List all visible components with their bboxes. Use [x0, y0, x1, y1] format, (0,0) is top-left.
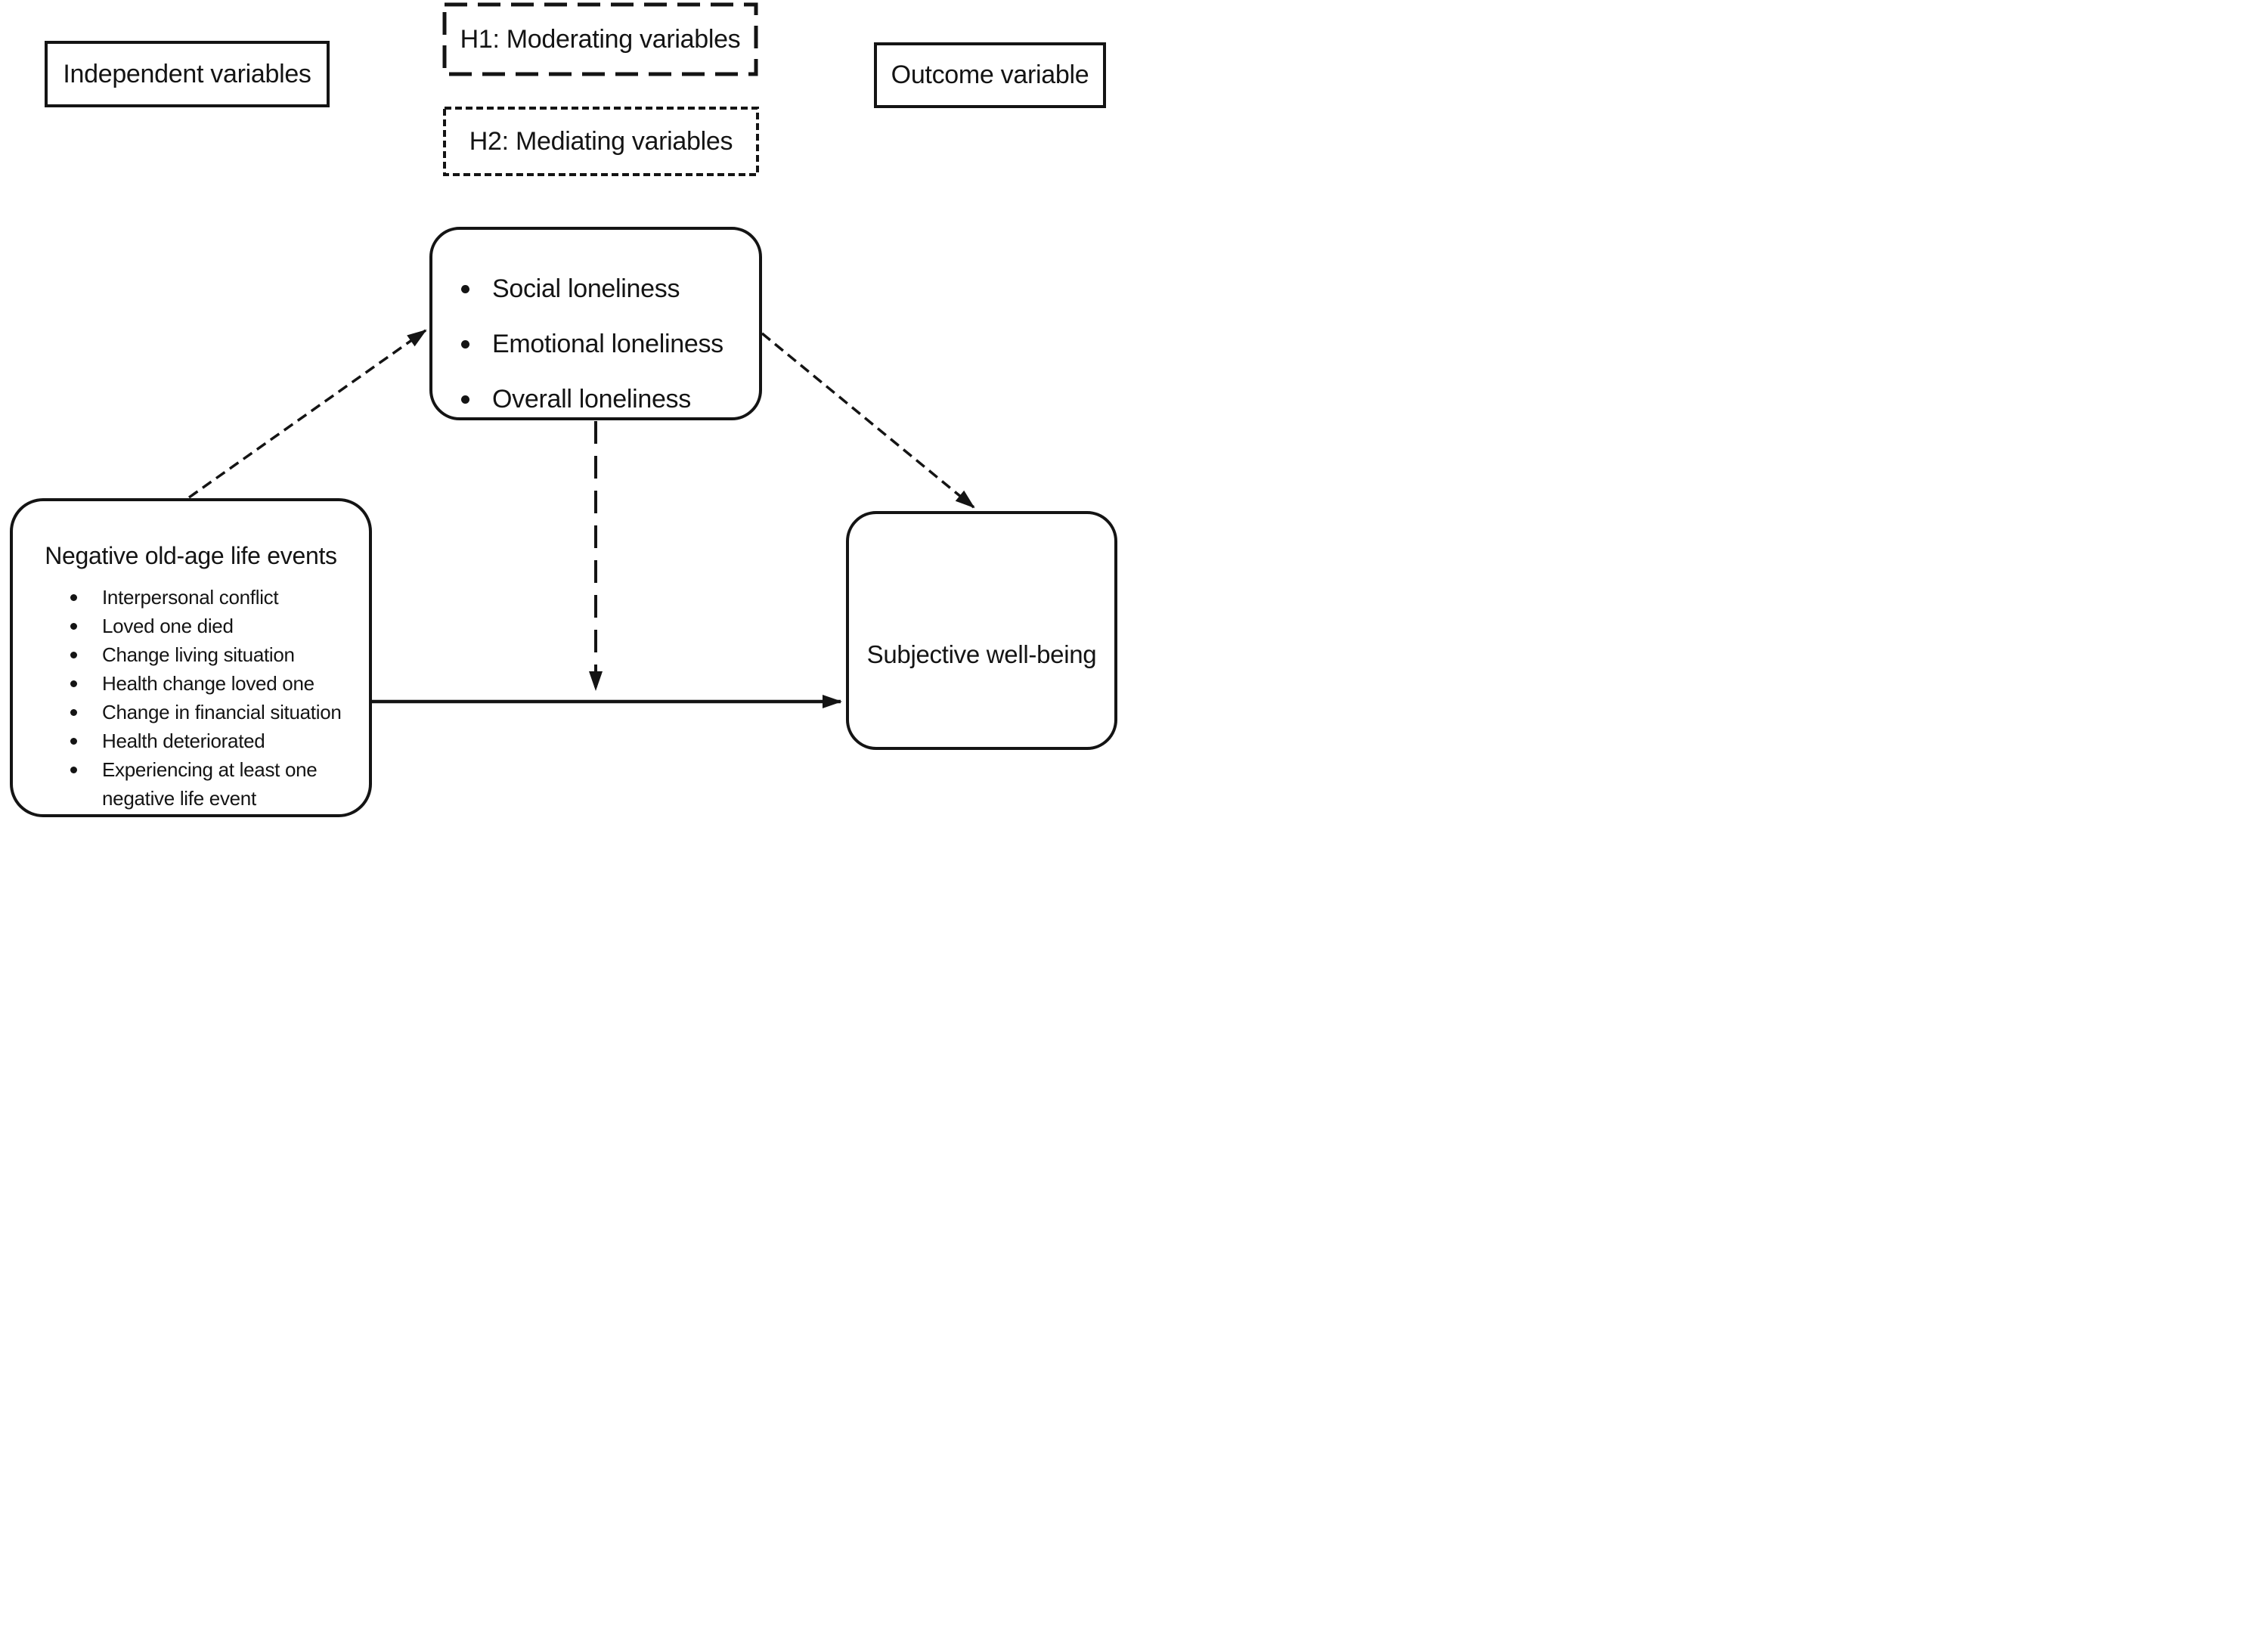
- independent-variables-legend-box: Independent variables: [45, 41, 330, 107]
- negative-life-events-node: Negative old-age life events Interperson…: [10, 498, 372, 817]
- arrow-events-to-loneliness: [187, 329, 427, 499]
- outcome-variable-legend-box: Outcome variable: [874, 42, 1106, 108]
- list-item-experiencing-negative-event: Experiencing at least one negative life …: [13, 755, 360, 813]
- h1-moderating-label: H1: Moderating variables: [460, 24, 741, 54]
- subjective-wellbeing-node: Subjective well-being: [846, 511, 1117, 750]
- list-item-overall-loneliness: Overall loneliness: [432, 383, 751, 415]
- conceptual-model-diagram: Independent variables H1: Moderating var…: [0, 0, 1134, 821]
- list-item-health-change-loved-one: Health change loved one: [13, 669, 360, 698]
- negative-life-events-title: Negative old-age life events: [45, 542, 337, 569]
- list-item-health-deteriorated: Health deteriorated: [13, 727, 360, 755]
- h1-moderating-legend-box: H1: Moderating variables: [443, 3, 758, 76]
- arrow-loneliness-to-wellbeing: [761, 332, 975, 509]
- list-item-social-loneliness: Social loneliness: [432, 273, 751, 305]
- list-item-loved-one-died: Loved one died: [13, 612, 360, 640]
- list-item-emotional-loneliness: Emotional loneliness: [432, 328, 751, 360]
- list-item-change-living-situation: Change living situation: [13, 640, 360, 669]
- outcome-variable-label: Outcome variable: [891, 60, 1089, 89]
- subjective-wellbeing-label: Subjective well-being: [866, 640, 1097, 668]
- loneliness-mediators-node: Social loneliness Emotional loneliness O…: [429, 227, 762, 420]
- h2-mediating-legend-box: H2: Mediating variables: [443, 107, 759, 176]
- independent-variables-label: Independent variables: [63, 59, 311, 88]
- loneliness-list: Social loneliness Emotional loneliness O…: [432, 230, 759, 415]
- list-item-change-financial-situation: Change in financial situation: [13, 698, 360, 727]
- h2-mediating-label: H2: Mediating variables: [469, 126, 733, 156]
- negative-life-events-list: Interpersonal conflict Loved one died Ch…: [13, 583, 369, 813]
- list-item-interpersonal-conflict: Interpersonal conflict: [13, 583, 360, 612]
